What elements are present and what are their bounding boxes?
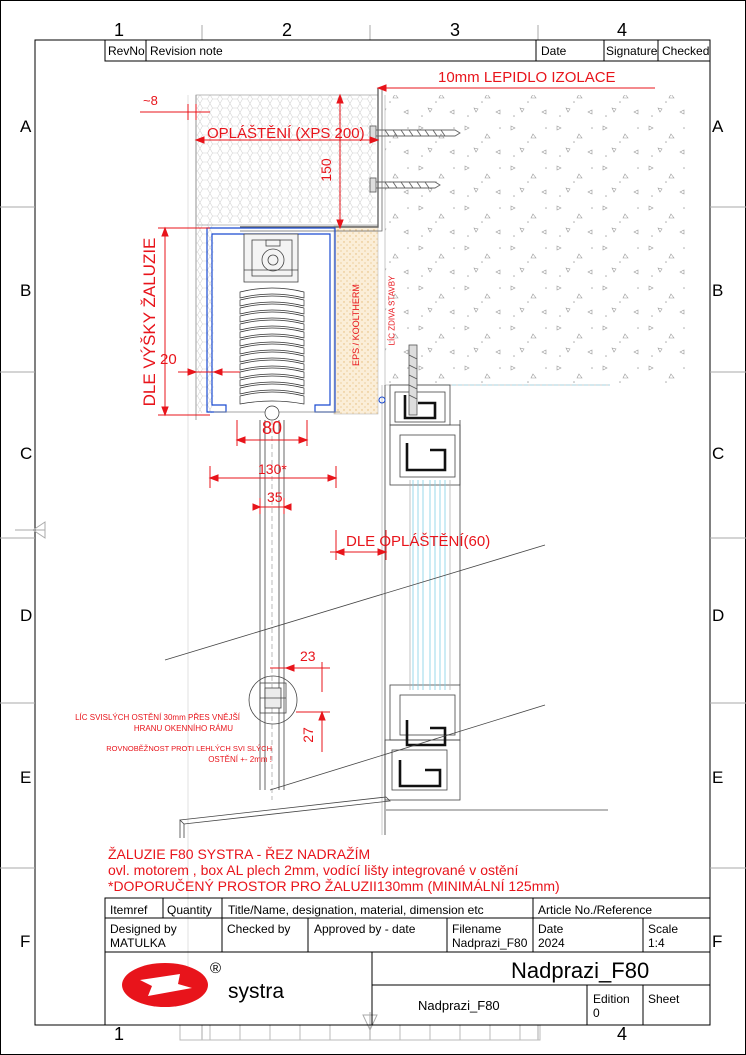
- designed-by-label: Designed by: [110, 922, 177, 936]
- planarity-note-line1: ROVNOBĚŽNOST PROTI LEHLÝCH SVI SLÝCH: [106, 744, 272, 753]
- col-number: 1: [114, 20, 125, 40]
- dim-20: 20: [160, 351, 177, 368]
- approved-by-label: Approved by - date: [314, 922, 416, 936]
- row-letter: A: [712, 117, 724, 136]
- cladding-60-label: DLE OPLÁŠTĚNÍ(60): [346, 533, 491, 550]
- row-letter: B: [20, 281, 32, 300]
- row-letter: F: [20, 932, 31, 951]
- registered-mark: ®: [210, 960, 222, 977]
- edition-label: Edition: [593, 992, 630, 1006]
- itemref-header: Itemref: [110, 903, 148, 917]
- scale-value: 1:4: [648, 936, 665, 950]
- description-title: ŽALUZIE F80 SYSTRA - ŘEZ NADRAŽÍM: [108, 846, 371, 862]
- reveal-note-line1: LÍC SVISLÝCH OSTĚNÍ 30mm PŘES VNĚJŠÍ: [75, 713, 240, 722]
- col-number: 3: [450, 20, 461, 40]
- title-name-header: Title/Name, designation, material, dimen…: [228, 903, 484, 917]
- row-letter: D: [712, 606, 725, 625]
- logo-text: systra: [228, 980, 285, 1003]
- checked-by-label: Checked by: [227, 922, 291, 936]
- planarity-note-line2: OSTĚNÍ +- 2mm !: [208, 755, 272, 764]
- row-letter: D: [20, 606, 33, 625]
- description-line2: *DOPORUČENÝ PROSTOR PRO ŽALUZII130mm (MI…: [108, 878, 560, 894]
- row-letter: F: [712, 932, 723, 951]
- edition-value: 0: [593, 1006, 600, 1020]
- scale-label: Scale: [648, 922, 679, 936]
- systra-logo-icon: [122, 963, 208, 1007]
- checked-header: Checked: [662, 44, 710, 58]
- article-header: Article No./Reference: [538, 903, 653, 917]
- filename-label: Filename: [452, 922, 502, 936]
- dim-130: 130*: [258, 461, 287, 477]
- date-label: Date: [538, 922, 564, 936]
- row-letter: C: [20, 444, 33, 463]
- description-line1: ovl. motorem , box AL plech 2mm, vodící …: [108, 862, 519, 878]
- reveal-note-line2: HRANU OKENNÍHO RÁMU: [133, 724, 233, 733]
- row-letter: C: [712, 444, 725, 463]
- col-number: 4: [617, 20, 628, 40]
- dim-23: 23: [300, 648, 316, 664]
- row-letter: A: [20, 117, 32, 136]
- row-letter: E: [20, 768, 32, 787]
- col-number: 1: [114, 1024, 125, 1044]
- row-letter: E: [712, 768, 724, 787]
- designed-by-value: MATULKA: [110, 936, 166, 950]
- col-number: 4: [617, 1024, 628, 1044]
- drawing-name: Nadprazi_F80: [418, 998, 500, 1013]
- revision-note-header: Revision note: [150, 44, 223, 58]
- filename-value: Nadprazi_F80: [452, 936, 528, 950]
- glue-label: 10mm LEPIDLO IZOLACE: [438, 69, 616, 86]
- col-number: 2: [282, 20, 293, 40]
- quantity-header: Quantity: [167, 903, 212, 917]
- dim-approx-8: ~8: [143, 93, 158, 108]
- revno-header: RevNo: [108, 44, 145, 58]
- revision-table: [104, 39, 711, 62]
- dim-80: 80: [262, 418, 283, 438]
- signature-header: Signature: [606, 44, 658, 58]
- rev-date-header: Date: [541, 44, 567, 58]
- drawing-title: Nadprazi_F80: [511, 958, 650, 983]
- row-letter: B: [712, 281, 724, 300]
- date-value: 2024: [538, 936, 565, 950]
- cladding-xps-label: OPLÁŠTĚNÍ (XPS 200): [207, 125, 365, 142]
- sheet-label: Sheet: [648, 992, 680, 1006]
- dim-35: 35: [267, 489, 283, 505]
